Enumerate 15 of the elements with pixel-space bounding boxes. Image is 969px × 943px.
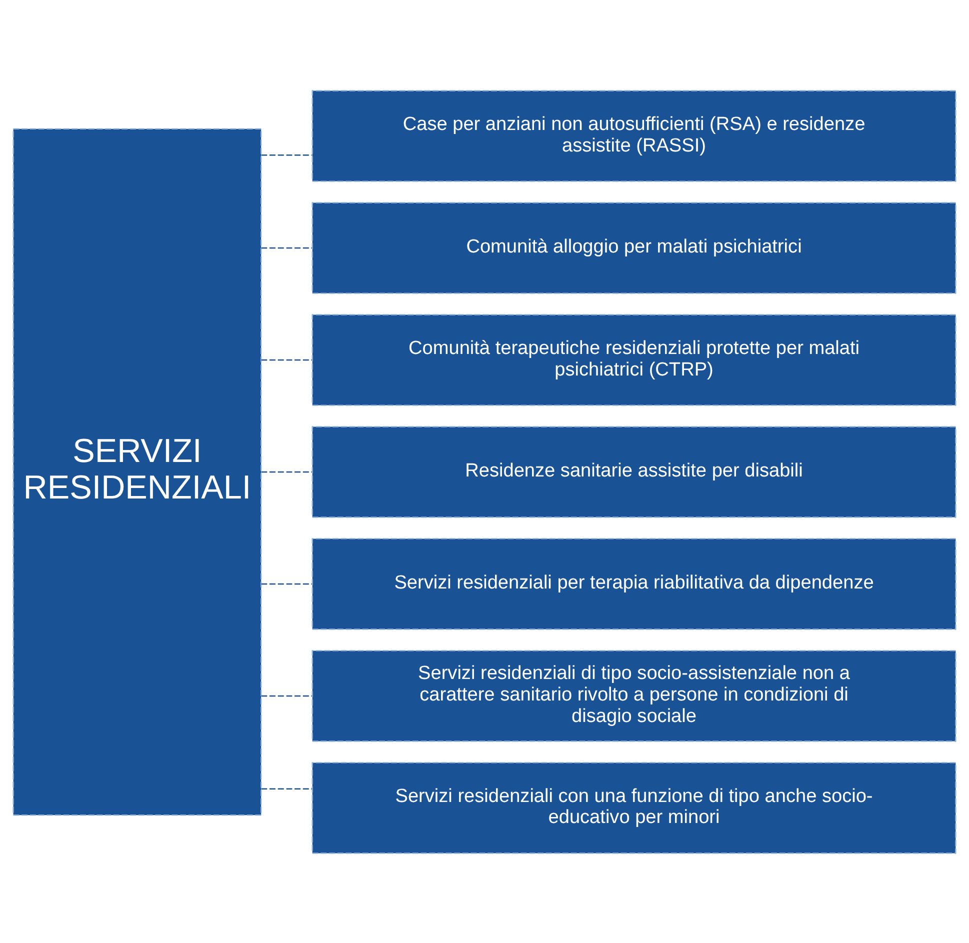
node-box: Servizi residenziali di tipo socio-assistenziale non a carattere sanitario rivolto a persone in condizioni di disagio sociale — [312, 650, 956, 742]
node-box: Comunità terapeutiche residenziali protette per malati psichiatrici (CTRP) — [312, 314, 956, 406]
node-box: Servizi residenziali con una funzione di tipo anche socio-educativo per minori — [312, 762, 956, 854]
node-box: Case per anziani non autosufficienti (RSA) e residenze assistite (RASSI) — [312, 90, 956, 182]
connector — [261, 582, 312, 584]
node-box: Servizi residenziali per terapia riabilitativa da dipendenze — [312, 538, 956, 630]
connector — [261, 694, 312, 696]
node-box: SERVIZI RESIDENZIALI — [12, 128, 262, 816]
connector — [261, 154, 312, 156]
connector — [261, 246, 312, 248]
node-box: Residenze sanitarie assistite per disabili — [312, 426, 956, 518]
connector — [261, 470, 312, 472]
connector — [261, 788, 312, 789]
node-box: Comunità alloggio per malati psichiatrici — [312, 202, 956, 294]
connector — [261, 358, 312, 360]
